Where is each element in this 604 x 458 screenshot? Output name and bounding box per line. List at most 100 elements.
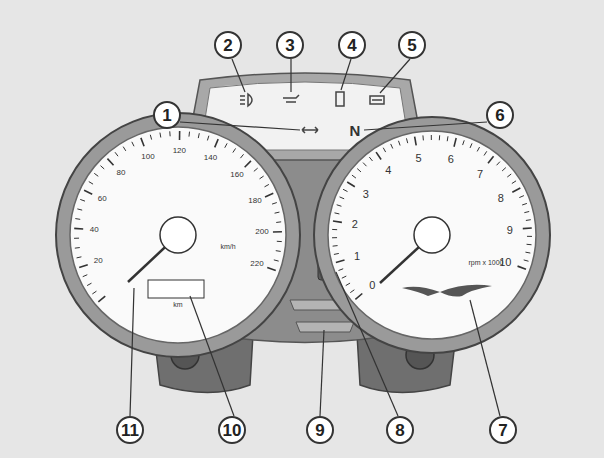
tick-mark bbox=[337, 205, 342, 207]
tick-mark bbox=[83, 275, 88, 277]
rpm-scale-number: 0 bbox=[369, 280, 375, 291]
tick-mark bbox=[355, 293, 362, 299]
speed-scale-number: 20 bbox=[94, 257, 103, 265]
tick-mark bbox=[336, 260, 345, 262]
tick-mark bbox=[527, 236, 532, 237]
tick-mark bbox=[527, 244, 532, 245]
tick-mark bbox=[343, 189, 347, 191]
tick-mark bbox=[233, 148, 236, 152]
tick-mark bbox=[347, 182, 355, 187]
speed-scale-number: 60 bbox=[98, 195, 107, 203]
tick-mark bbox=[274, 260, 279, 261]
rpm-scale-number: 3 bbox=[363, 188, 369, 199]
rpm-scale-number: 8 bbox=[498, 193, 504, 204]
tick-mark bbox=[383, 148, 385, 152]
tick-mark bbox=[519, 196, 524, 198]
speed-scale-number: 100 bbox=[141, 153, 154, 161]
tick-mark bbox=[484, 151, 487, 155]
tick-mark bbox=[477, 147, 479, 151]
tachometer-bezel bbox=[314, 117, 550, 353]
tick-mark bbox=[463, 140, 465, 145]
tick-mark bbox=[332, 229, 337, 230]
leader-line bbox=[130, 288, 134, 416]
leader-line bbox=[290, 59, 291, 92]
tick-mark bbox=[339, 269, 344, 271]
speed-scale-number: 200 bbox=[255, 228, 268, 236]
tick-mark bbox=[522, 203, 527, 205]
tick-mark bbox=[150, 135, 151, 140]
tick-mark bbox=[159, 133, 161, 138]
tick-mark bbox=[169, 131, 170, 136]
tick-mark bbox=[523, 227, 532, 229]
neutral-indicator: N bbox=[350, 123, 361, 138]
rpm-scale-number: 1 bbox=[354, 251, 360, 262]
headlight-icon bbox=[240, 94, 252, 106]
tick-mark bbox=[115, 152, 118, 156]
tick-mark bbox=[369, 157, 372, 161]
leader-line bbox=[380, 59, 410, 93]
tick-mark bbox=[352, 175, 356, 178]
tick-mark bbox=[272, 203, 277, 205]
tick-mark bbox=[363, 163, 366, 167]
callout-number: 5 bbox=[398, 31, 426, 59]
callout-number: 1 bbox=[153, 101, 181, 129]
tick-mark bbox=[276, 221, 281, 223]
leader-line bbox=[364, 122, 487, 130]
leader-line bbox=[320, 330, 324, 416]
callout-number: 11 bbox=[116, 416, 144, 444]
tick-mark bbox=[77, 257, 82, 258]
tick-mark bbox=[340, 197, 345, 199]
tick-mark bbox=[333, 245, 338, 247]
tachometer-dial bbox=[328, 131, 536, 339]
tick-mark bbox=[92, 291, 96, 294]
button-slot bbox=[296, 322, 354, 332]
unit-label: km bbox=[173, 301, 182, 308]
tick-mark bbox=[431, 135, 432, 140]
tick-mark bbox=[512, 181, 516, 184]
tick-mark bbox=[277, 241, 282, 242]
tick-mark bbox=[350, 290, 354, 293]
tick-mark bbox=[260, 176, 264, 179]
tick-mark bbox=[470, 143, 472, 148]
callout-number: 8 bbox=[386, 416, 414, 444]
tick-mark bbox=[333, 221, 342, 222]
tick-mark bbox=[254, 168, 258, 171]
tick-mark bbox=[74, 228, 83, 230]
tick-mark bbox=[79, 265, 88, 268]
tick-mark bbox=[132, 142, 134, 146]
tick-mark bbox=[497, 162, 500, 166]
tick-mark bbox=[525, 252, 530, 254]
tick-mark bbox=[276, 250, 281, 252]
tick-mark bbox=[207, 136, 208, 141]
speed-scale-number: 40 bbox=[90, 226, 99, 234]
speed-scale-number: 80 bbox=[117, 169, 126, 177]
tick-mark bbox=[422, 135, 423, 140]
odometer-display bbox=[148, 280, 204, 298]
tick-mark bbox=[100, 166, 104, 169]
tick-mark bbox=[75, 218, 80, 220]
tick-mark bbox=[245, 161, 251, 167]
tick-mark bbox=[273, 231, 282, 233]
speed-scale-number: 160 bbox=[230, 171, 243, 179]
abs-icon bbox=[370, 96, 384, 104]
unit-label: km/h bbox=[220, 243, 235, 250]
leader-line bbox=[470, 300, 500, 416]
speed-scale-number: 120 bbox=[173, 147, 186, 155]
rpm-scale-number: 7 bbox=[477, 168, 483, 179]
tick-mark bbox=[198, 133, 199, 138]
rpm-scale-number: 6 bbox=[448, 154, 454, 165]
tick-mark bbox=[502, 168, 506, 171]
tick-mark bbox=[512, 188, 520, 192]
tick-mark bbox=[524, 260, 529, 261]
rpm-scale-number: 2 bbox=[352, 219, 358, 230]
leader-line bbox=[180, 122, 300, 130]
speed-scale-number: 180 bbox=[248, 197, 261, 205]
tick-mark bbox=[334, 253, 339, 255]
tick-mark bbox=[215, 139, 218, 147]
turn-indicator-icon bbox=[302, 127, 318, 133]
tick-mark bbox=[240, 154, 243, 158]
tick-mark bbox=[526, 219, 531, 221]
rpm-scale-number: 4 bbox=[385, 165, 391, 176]
leader-line bbox=[341, 59, 351, 90]
needle-hub bbox=[414, 217, 450, 253]
